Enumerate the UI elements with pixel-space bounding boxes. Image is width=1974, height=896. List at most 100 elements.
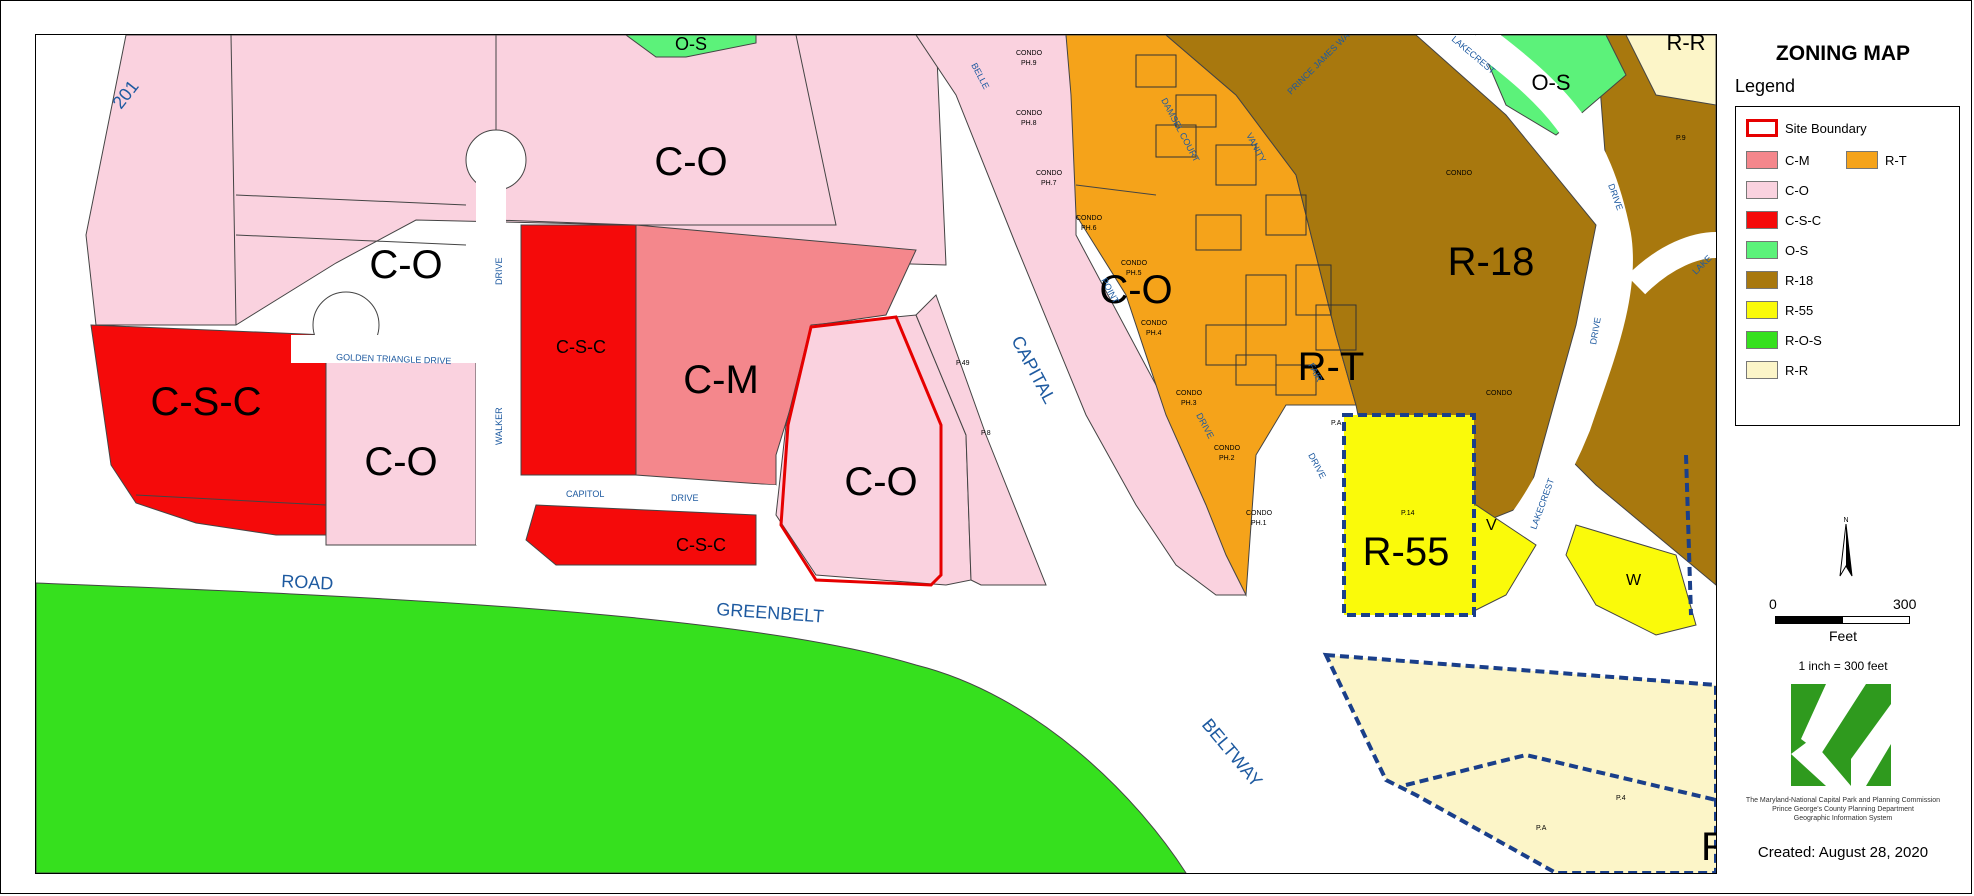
scale-unit: Feet	[1828, 628, 1857, 644]
parcel-p4-bottom: P.4	[1616, 795, 1626, 802]
swatch	[1746, 151, 1778, 169]
label-v: V	[1486, 517, 1497, 534]
label-csc-low: C-S-C	[676, 535, 726, 555]
legend-label: C-O	[1785, 182, 1809, 198]
label-r18: R-18	[1448, 240, 1535, 284]
legend-label: R-55	[1785, 302, 1814, 318]
legend-item-r18: R-18	[1746, 271, 1813, 289]
legend-label: R-T	[1885, 152, 1907, 168]
agency-line-3: Geographic Information System	[1793, 815, 1893, 822]
parcel-pa-rt: P.A	[1331, 420, 1342, 427]
label-w: W	[1626, 572, 1642, 589]
parcel-condo4: CONDO	[1141, 320, 1168, 327]
zone-rr-corner	[1625, 35, 1716, 106]
created-date: Created: August 28, 2020	[1757, 844, 1929, 861]
parcel-condo6: CONDO	[1076, 215, 1103, 222]
street-road: ROAD	[281, 571, 334, 594]
legend-label: Site Boundary	[1785, 120, 1867, 136]
parcel-condo3: CONDO	[1176, 390, 1203, 397]
north-arrow-icon: N	[1839, 517, 1853, 577]
parcel-condo7: CONDO	[1036, 170, 1063, 177]
parcel-ph7: PH.7	[1041, 180, 1057, 187]
label-rr-corner: R-R	[1666, 35, 1705, 55]
parcel-condo2: CONDO	[1214, 445, 1241, 452]
label-co-site: C-O	[844, 460, 917, 504]
agency-line-2: Prince George's County Planning Departme…	[1772, 806, 1914, 813]
legend-label: R-R	[1785, 362, 1809, 378]
label-co-mid: C-O	[369, 243, 442, 287]
parcel-pa-bottom: P.A	[1536, 825, 1547, 832]
zone-co-north	[495, 35, 837, 226]
north-label: N	[1843, 517, 1848, 524]
zoning-map-canvas: C-O C-O C-O C-O C-O C-S-C C-S-C C-S-C C-…	[35, 34, 1717, 874]
label-rt: R-T	[1298, 345, 1365, 389]
parcel-condo-r18b: CONDO	[1486, 390, 1513, 397]
legend-label: R-18	[1785, 272, 1814, 288]
site-boundary	[779, 315, 943, 587]
agency-line-1: The Maryland-National Capital Park and P…	[1745, 797, 1941, 804]
parcel-ph4: PH.4	[1146, 330, 1162, 337]
street-golden: GOLDEN TRIANGLE DRIVE	[336, 352, 452, 366]
legend-heading: Legend	[1735, 76, 1796, 96]
street-capitol-b: DRIVE	[671, 493, 699, 503]
map-title: ZONING MAP	[1775, 42, 1911, 65]
legend-label: R-O-S	[1785, 332, 1822, 348]
zone-csc-low	[525, 504, 757, 566]
zone-ros	[36, 582, 1187, 873]
legend-item-co: C-O	[1746, 181, 1809, 199]
parcel-ph1: PH.1	[1251, 520, 1267, 527]
parcel-p8: P.8	[981, 430, 991, 437]
legend-panel: ZONING MAP Legend Site Boundary C-M R-T …	[1723, 34, 1963, 872]
label-co-low: C-O	[364, 440, 437, 484]
swatch	[1846, 151, 1878, 169]
swatch	[1746, 361, 1778, 379]
legend-item-site-boundary: Site Boundary	[1746, 119, 1867, 137]
legend-label: O-S	[1785, 242, 1809, 258]
site-boundary-swatch	[1746, 119, 1778, 137]
label-os-right: O-S	[1531, 70, 1570, 95]
zone-rr-bottom	[1322, 652, 1716, 873]
mncppc-logo	[1791, 684, 1891, 786]
legend-item-cm: C-M	[1746, 151, 1810, 169]
street-capitol-a: CAPITOL	[566, 489, 604, 499]
legend-label: C-S-C	[1785, 212, 1822, 228]
label-csc-mid: C-S-C	[556, 337, 606, 357]
street-drive-right2: DRIVE	[1588, 317, 1603, 346]
building-outlines	[1135, 54, 1357, 396]
legend-label: C-M	[1785, 152, 1810, 168]
label-os-top: O-S	[675, 35, 707, 54]
parcel-condo5: CONDO	[1121, 260, 1148, 267]
parcel-condo9: CONDO	[1016, 50, 1043, 57]
zone-csc-mid	[520, 224, 637, 476]
parcel-p9: P.9	[1676, 135, 1686, 142]
label-cm: C-M	[683, 358, 759, 402]
scale-end: 300	[1893, 596, 1917, 612]
parcel-condo8: CONDO	[1016, 110, 1043, 117]
legend-item-csc: C-S-C	[1746, 211, 1821, 229]
label-co-top: C-O	[654, 140, 727, 184]
legend-item-rr: R-R	[1746, 361, 1808, 379]
swatch	[1746, 331, 1778, 349]
label-r-edge: R	[1701, 825, 1716, 869]
swatch	[1746, 211, 1778, 229]
legend-item-ros: R-O-S	[1746, 331, 1822, 349]
parcel-ph8: PH.8	[1021, 120, 1037, 127]
parcel-p49: P.49	[956, 360, 970, 367]
parcel-ph2: PH.2	[1219, 455, 1235, 462]
label-co-east: C-O	[1099, 268, 1172, 312]
parcel-ph3: PH.3	[1181, 400, 1197, 407]
scale-ratio: 1 inch = 300 feet	[1798, 659, 1888, 673]
zoning-map-svg: C-O C-O C-O C-O C-O C-S-C C-S-C C-S-C C-…	[36, 35, 1716, 873]
parcel-condo-r18a: CONDO	[1446, 170, 1473, 177]
parcel-ph5: PH.5	[1126, 270, 1142, 277]
legend-item-r55: R-55	[1746, 301, 1813, 319]
zone-co-east	[915, 294, 1047, 586]
swatch	[1746, 241, 1778, 259]
street-walker: WALKER	[494, 407, 504, 445]
swatch	[1746, 271, 1778, 289]
swatch	[1746, 301, 1778, 319]
street-drive-walker: DRIVE	[494, 257, 504, 285]
parcel-p14: P.14	[1401, 510, 1415, 517]
zone-r55-w	[1565, 524, 1697, 636]
zone-os-top	[625, 35, 757, 58]
